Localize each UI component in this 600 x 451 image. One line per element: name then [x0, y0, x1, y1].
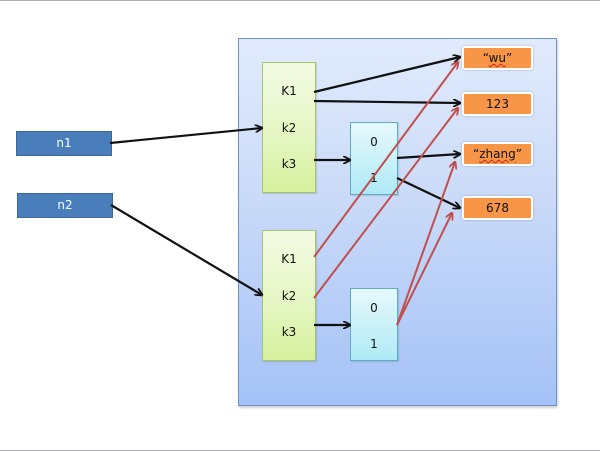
list-index-0: 0 — [370, 301, 378, 315]
value-text: wu — [488, 51, 506, 65]
close-quote: ” — [515, 147, 522, 161]
value-zhang: “zhang” — [462, 142, 533, 166]
dict-key-k2: k2 — [281, 289, 297, 303]
dict-object-2: K1 k2 k3 — [262, 230, 316, 361]
dict-key-k2: k2 — [281, 121, 297, 135]
list-index-0: 0 — [370, 135, 378, 149]
variable-n2: n2 — [17, 193, 113, 218]
value-wu: “wu” — [462, 46, 533, 70]
list-object-1: 0 1 — [350, 122, 398, 195]
dict-key-k3: k3 — [281, 157, 297, 171]
list-object-2: 0 1 — [350, 288, 398, 361]
list-index-1: 1 — [370, 337, 378, 351]
variable-n1: n1 — [16, 131, 112, 156]
top-border-line — [0, 0, 600, 1]
value-text: 123 — [486, 97, 509, 111]
value-123: 123 — [462, 92, 533, 116]
value-678: 678 — [462, 196, 533, 220]
dict-object-1: K1 k2 k3 — [262, 62, 316, 193]
open-quote: “ — [482, 51, 489, 65]
dict-key-K1: K1 — [281, 252, 297, 266]
close-quote: ” — [506, 51, 513, 65]
open-quote: “ — [473, 147, 480, 161]
value-text: zhang — [479, 147, 516, 161]
dict-key-K1: K1 — [281, 84, 297, 98]
list-index-1: 1 — [370, 171, 378, 185]
dict-key-k3: k3 — [281, 325, 297, 339]
value-text: 678 — [486, 201, 509, 215]
